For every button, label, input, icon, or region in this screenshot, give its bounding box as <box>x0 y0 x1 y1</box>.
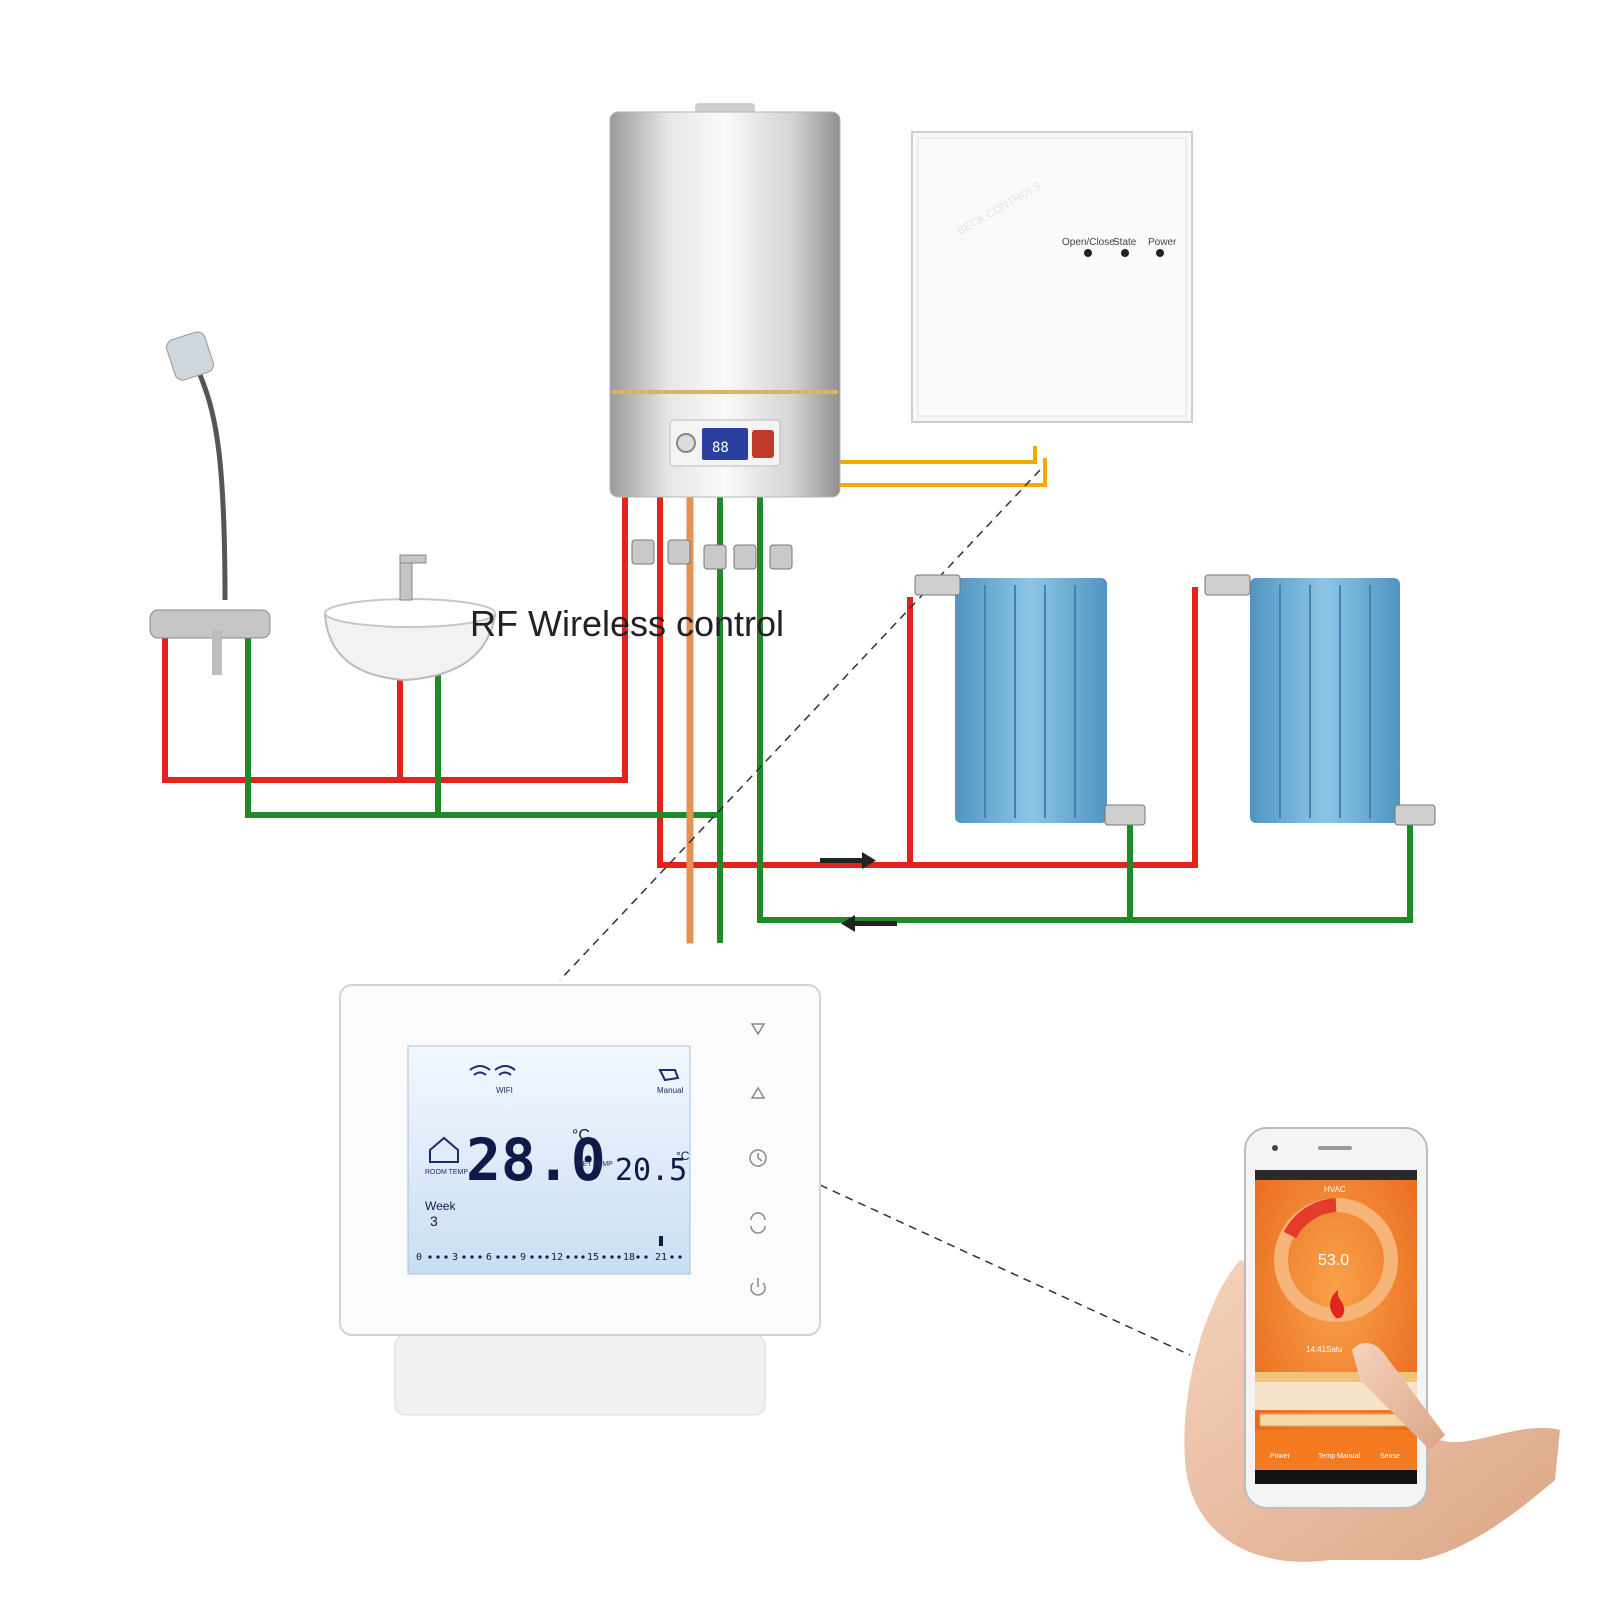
smartphone: HVAC 53.0 14:41Satu Power Temp Manual Se… <box>1244 1127 1428 1509</box>
power-icon <box>750 1278 766 1296</box>
thermostat: WIFI Manual ROOM TEMP 28.0 °C SET TEMP 2… <box>339 984 821 1416</box>
mode-cycle-icon <box>750 1212 766 1234</box>
boiler-knob[interactable] <box>676 433 696 453</box>
signal-wires <box>838 446 1047 487</box>
flow-arrow-left-icon <box>841 915 897 932</box>
led-open-close <box>1084 249 1092 257</box>
mode-label: Manual <box>657 1086 683 1095</box>
thermostat-button-power[interactable] <box>750 1278 766 1296</box>
rf-dashed-lines <box>559 469 1191 1356</box>
down-arrow-icon <box>750 1023 766 1036</box>
schedule-timeline: 0 3 6 9 12 15 18 21 <box>416 1252 667 1263</box>
app-tab-temp-manual[interactable]: Temp Manual <box>1318 1453 1360 1460</box>
timeline-tick: 0 <box>416 1252 422 1263</box>
flow-arrow-right-icon <box>820 852 876 869</box>
led-label-state: State <box>1113 237 1137 248</box>
clock-icon <box>749 1149 767 1167</box>
thermostat-button-down[interactable] <box>750 1023 766 1036</box>
timeline-tick: 18 <box>623 1252 635 1263</box>
radiator-right-valve-bottom[interactable] <box>1394 804 1436 826</box>
thermostat-button-clock[interactable] <box>749 1149 767 1167</box>
radiator-right-valve-top[interactable] <box>1204 574 1251 596</box>
pipes <box>162 446 1413 944</box>
app-time: 14:41Satu <box>1306 1345 1342 1354</box>
room-temp-label: ROOM TEMP <box>425 1169 468 1176</box>
shower <box>149 331 271 675</box>
timeline-tick: 3 <box>452 1252 458 1263</box>
rf-wireless-caption: RF Wireless control <box>470 603 784 644</box>
set-temp-unit: °C <box>676 1149 690 1163</box>
radiator-left-valve-bottom[interactable] <box>1104 804 1146 826</box>
cold-water-pipes <box>245 497 1413 943</box>
week-label: Week <box>425 1199 456 1213</box>
wifi-label: WIFI <box>496 1086 513 1095</box>
boiler-display-value: 88 <box>712 440 729 456</box>
rf-receiver: BECK CONTROLS Open/Close State Power <box>911 131 1193 423</box>
flow-arrows <box>820 852 897 932</box>
led-label-open-close: Open/Close <box>1062 237 1115 248</box>
timeline-tick: 21 <box>655 1252 667 1263</box>
pointing-finger <box>1352 1343 1445 1450</box>
radiator-left <box>914 574 1146 826</box>
week-value: 3 <box>430 1213 438 1229</box>
app-schedule-bar <box>1259 1413 1413 1427</box>
timeline-tick: 6 <box>486 1252 492 1263</box>
led-state <box>1121 249 1129 257</box>
app-tab-sense[interactable]: Sense <box>1380 1453 1400 1460</box>
manual-hand-icon <box>658 1069 680 1082</box>
radiator-right <box>1204 574 1436 826</box>
app-title: HVAC <box>1324 1185 1346 1194</box>
app-tab-power[interactable]: Power <box>1270 1453 1291 1460</box>
thermostat-button-up[interactable] <box>750 1086 766 1099</box>
timeline-tick: 12 <box>551 1252 563 1263</box>
set-temp-label: SET TEMP <box>578 1161 613 1168</box>
boiler-display <box>702 428 748 460</box>
radiator-left-valve-top[interactable] <box>914 574 961 596</box>
thermostat-stand <box>394 1334 766 1416</box>
thermostat-button-mode[interactable] <box>750 1212 766 1234</box>
timeline-tick: 15 <box>587 1252 599 1263</box>
led-power <box>1156 249 1164 257</box>
room-temp-value: 28.0 <box>466 1126 606 1194</box>
thermostat-lcd <box>407 1045 691 1275</box>
timeline-dots <box>428 1236 682 1259</box>
sink <box>323 554 497 682</box>
flame-icon <box>1330 1290 1345 1319</box>
led-label-power: Power <box>1148 237 1177 248</box>
room-temp-unit: °C <box>572 1127 590 1144</box>
set-temp-value: 20.5 <box>615 1153 687 1188</box>
timeline-tick: 9 <box>520 1252 526 1263</box>
boiler: 88 <box>609 103 841 570</box>
room-house-icon <box>429 1136 459 1163</box>
boiler-valves <box>631 539 793 570</box>
wifi-icon <box>469 1065 516 1076</box>
app-temp-value[interactable]: 53.0 <box>1318 1252 1349 1269</box>
up-arrow-icon <box>750 1086 766 1099</box>
